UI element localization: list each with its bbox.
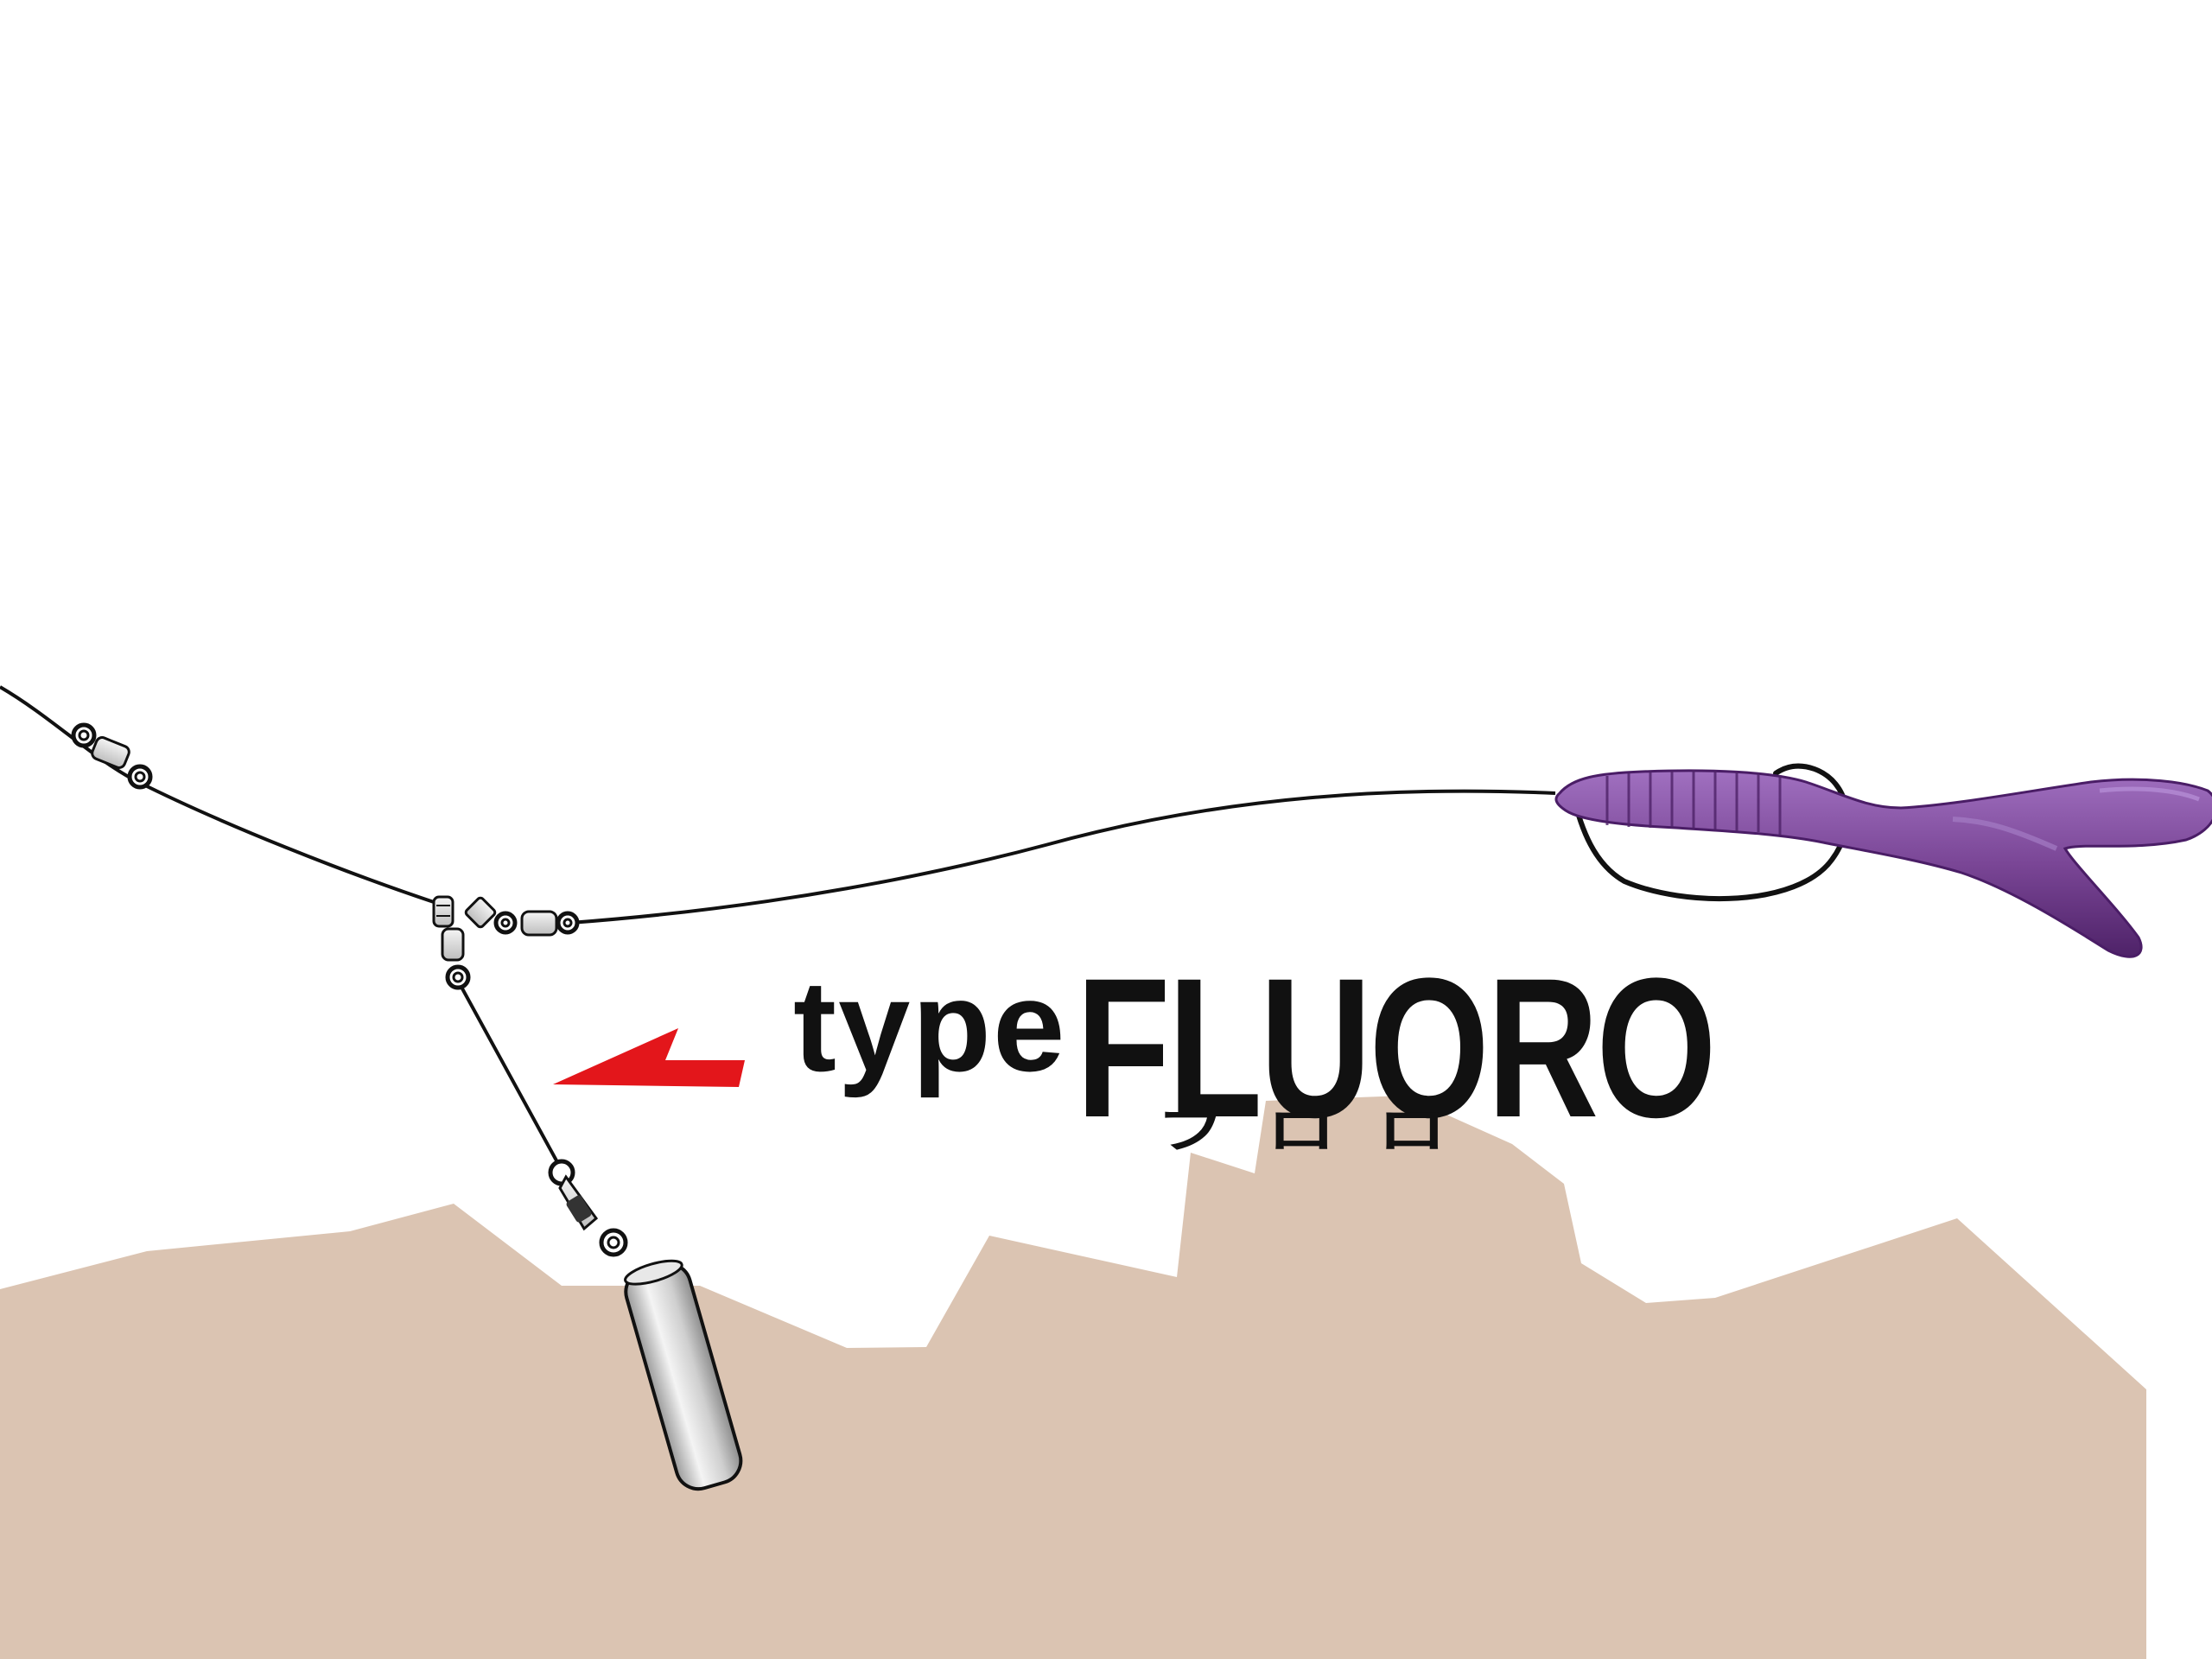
offset-hook-icon xyxy=(1570,763,1850,902)
dropper-line xyxy=(456,980,559,1163)
label-fluoro-katakana: フロロ xyxy=(1156,1101,1488,1160)
label-type: type xyxy=(793,953,1067,1098)
label-fluoro: FLUORO xyxy=(1076,937,1717,1159)
leader-line xyxy=(569,789,1556,925)
snap-swivel xyxy=(548,1159,628,1257)
soft-plastic-worm-icon xyxy=(1554,769,2212,958)
red-lightning-arrow-icon xyxy=(553,1028,745,1087)
main-line xyxy=(0,685,437,905)
stick-sinker-icon xyxy=(624,1259,743,1491)
three-way-swivel xyxy=(432,895,580,990)
upper-swivel xyxy=(71,722,153,790)
seabed-shape xyxy=(0,1096,2146,1659)
